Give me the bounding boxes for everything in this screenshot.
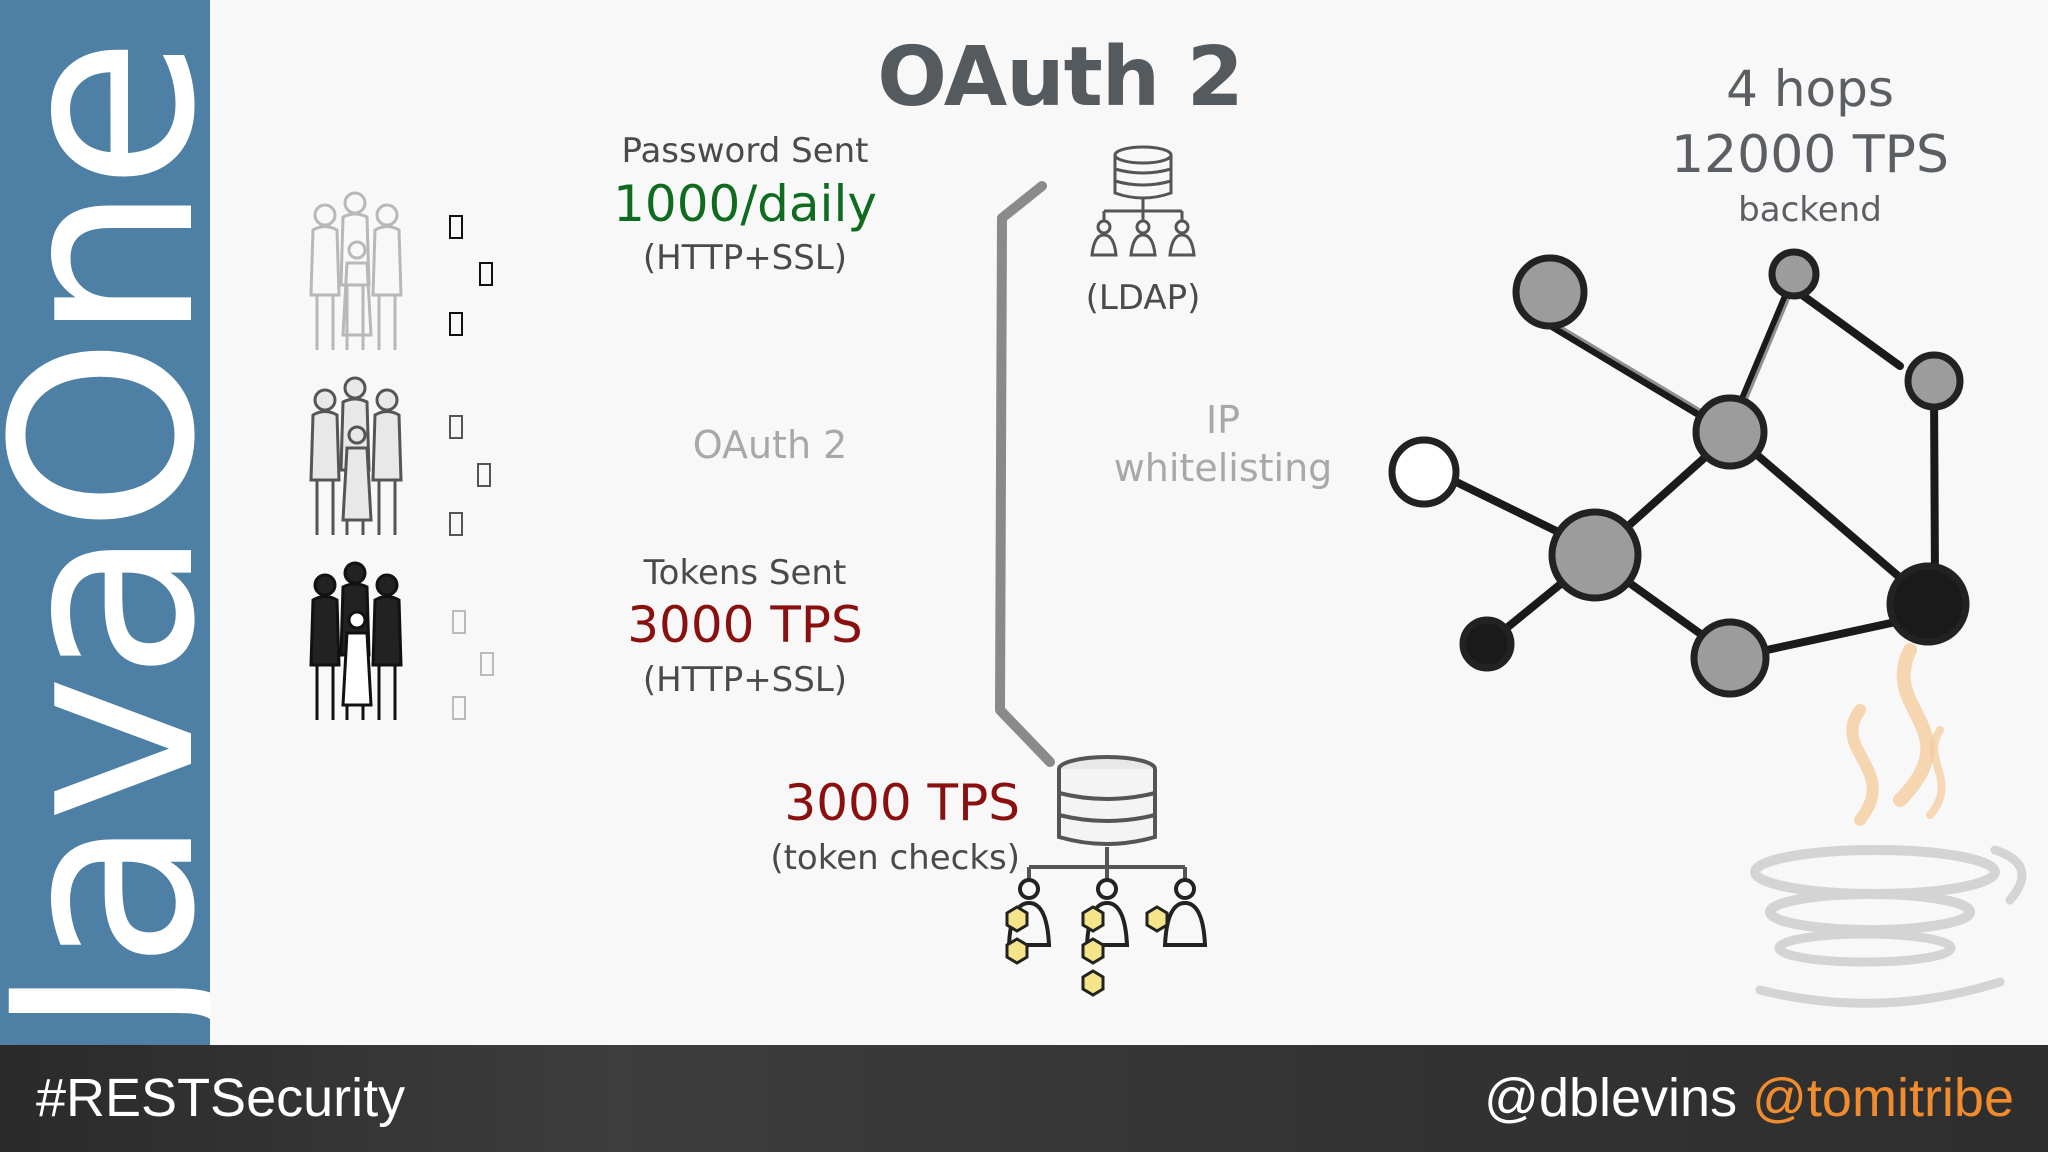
people-group-icon [305, 555, 415, 730]
device-icon [480, 652, 494, 676]
people-group-icon [305, 185, 415, 360]
database-icon [985, 755, 1220, 1010]
backend-label: backend [1660, 190, 1960, 230]
footer-handles: @dblevins @tomitribe [1484, 1067, 2014, 1129]
footer-handle-2: @tomitribe [1752, 1068, 2014, 1128]
java-logo-icon [1740, 650, 2040, 1010]
token-store-label: (token checks) [720, 838, 1020, 878]
database-icon [1082, 145, 1204, 260]
tokens-rate: 3000 TPS [595, 596, 895, 654]
backend-rate: 12000 TPS [1660, 125, 1960, 185]
device-icon [449, 512, 463, 536]
device-icon [452, 610, 466, 634]
brand-logo: JavaOne [0, 42, 210, 1037]
sidebar: JavaOne [0, 0, 210, 1045]
protocol-label: OAuth 2 [620, 423, 920, 467]
ldap-label: (LDAP) [1043, 278, 1243, 318]
slide-title: OAuth 2 [870, 30, 1250, 125]
tokens-label: Tokens Sent [595, 553, 895, 593]
password-label: Password Sent [595, 131, 895, 171]
footer-handle-1: @dblevins [1484, 1068, 1737, 1128]
footer-hashtag: #RESTSecurity [36, 1067, 405, 1129]
gateway-label-line1: IP [1073, 398, 1373, 442]
device-icon [479, 262, 493, 286]
backend-hops: 4 hops [1660, 60, 1960, 118]
device-icon [449, 415, 463, 439]
network-graph-icon [1380, 240, 1980, 710]
device-icon [449, 312, 463, 336]
tokens-protocol: (HTTP+SSL) [595, 660, 895, 700]
device-icon [449, 215, 463, 239]
gateway-line [990, 180, 1050, 770]
people-group-icon [305, 370, 415, 545]
password-protocol: (HTTP+SSL) [595, 238, 895, 278]
gateway-label-line2: whitelisting [1073, 446, 1373, 490]
device-icon [452, 696, 466, 720]
footer: #RESTSecurity @dblevins @tomitribe [0, 1045, 2048, 1152]
token-store-rate: 3000 TPS [720, 774, 1020, 832]
device-icon [477, 463, 491, 487]
password-rate: 1000/daily [595, 175, 895, 233]
